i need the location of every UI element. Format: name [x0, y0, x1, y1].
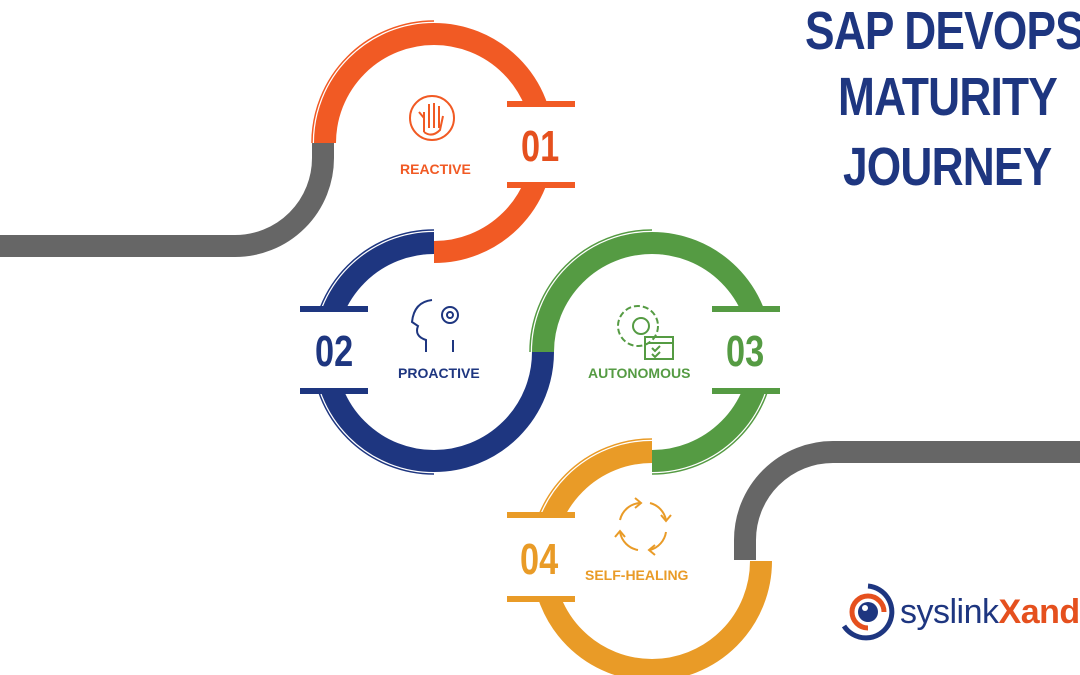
stage-04-label: SELF-HEALING — [585, 567, 689, 583]
title-line-2: MATURITY — [838, 67, 1058, 127]
stage-01-outline — [311, 20, 435, 144]
syslinkxandes-logo: syslinkXandes — [838, 582, 1080, 642]
stage-02-label: PROACTIVE — [398, 365, 480, 381]
connector-left — [0, 143, 334, 257]
gear-checklist-icon — [617, 305, 674, 360]
stage-01-bars — [505, 101, 580, 188]
stage-04-number: 04 — [520, 535, 559, 584]
hand-stop-icon — [409, 95, 455, 141]
stage-03-outline — [529, 229, 653, 353]
stage-04-bars — [503, 512, 578, 602]
logo-eye-icon — [841, 583, 895, 641]
stage-02-bars — [296, 306, 371, 394]
stage-02-arc — [313, 232, 554, 472]
logo-text-a: syslink — [900, 593, 999, 631]
logo-text-b: Xandes — [998, 593, 1080, 631]
stage-01-label: REACTIVE — [400, 161, 471, 177]
title-line-3: JOURNEY — [843, 137, 1052, 197]
stage-02-number: 02 — [315, 327, 354, 376]
head-gear-icon — [410, 299, 459, 352]
stage-03-arc — [532, 232, 773, 472]
stage-01-number: 01 — [521, 122, 560, 171]
title-line-1: SAP DEVOPS — [805, 1, 1080, 61]
stage-04-arc — [531, 441, 772, 675]
stage-01-arc — [314, 23, 555, 263]
refresh-cycle-icon — [614, 497, 672, 556]
stage-03-bars — [710, 306, 785, 394]
stage-03-label: AUTONOMOUS — [588, 365, 691, 381]
connector-right — [734, 441, 1080, 560]
stage-03-number: 03 — [726, 327, 765, 376]
